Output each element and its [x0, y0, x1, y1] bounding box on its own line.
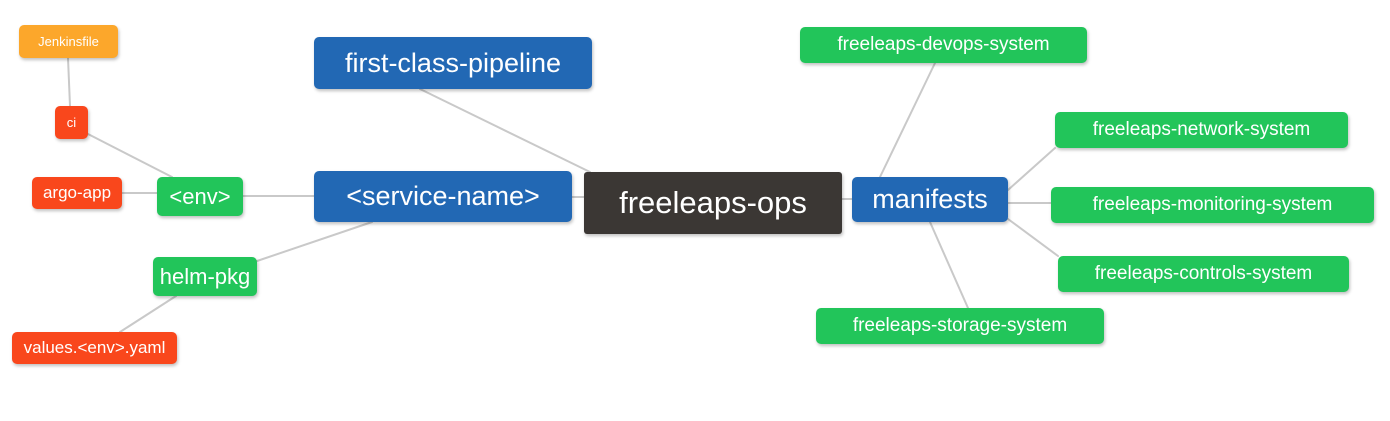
- node-ci[interactable]: ci: [55, 106, 88, 139]
- node-controls[interactable]: freeleaps-controls-system: [1058, 256, 1349, 292]
- edge-controls-to-manifests: [1007, 218, 1059, 257]
- node-network[interactable]: freeleaps-network-system: [1055, 112, 1348, 148]
- node-root[interactable]: freeleaps-ops: [584, 172, 842, 234]
- node-env[interactable]: <env>: [157, 177, 243, 216]
- edge-devops-to-manifests: [879, 62, 936, 178]
- edge-ci-to-env: [87, 133, 173, 178]
- edge-values-to-helm: [119, 295, 177, 333]
- node-values[interactable]: values.<env>.yaml: [12, 332, 177, 364]
- node-service[interactable]: <service-name>: [314, 171, 572, 222]
- node-manifests[interactable]: manifests: [852, 177, 1008, 222]
- edge-storage-to-manifests: [929, 221, 969, 309]
- node-storage[interactable]: freeleaps-storage-system: [816, 308, 1104, 344]
- edge-jenkinsfile-to-ci: [67, 57, 71, 107]
- edge-helm-to-service: [256, 221, 373, 262]
- node-helm[interactable]: helm-pkg: [153, 257, 257, 296]
- edge-network-to-manifests: [1007, 147, 1056, 191]
- node-jenkinsfile[interactable]: Jenkinsfile: [19, 25, 118, 58]
- node-argoapp[interactable]: argo-app: [32, 177, 122, 209]
- node-monitoring[interactable]: freeleaps-monitoring-system: [1051, 187, 1374, 223]
- node-devops[interactable]: freeleaps-devops-system: [800, 27, 1087, 63]
- edge-pipeline-to-root: [419, 88, 591, 173]
- node-pipeline[interactable]: first-class-pipeline: [314, 37, 592, 89]
